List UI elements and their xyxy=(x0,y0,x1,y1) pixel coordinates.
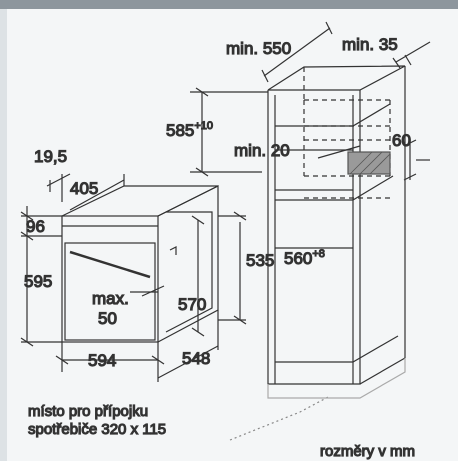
cabinet-shelf-niche-bottom xyxy=(275,335,399,363)
label-595: 595 xyxy=(24,272,52,291)
label-405: 405 xyxy=(70,179,98,198)
cabinet-right-bottom xyxy=(359,357,406,385)
label-max: max. xyxy=(92,289,129,308)
note-line-1: místo pro přípojku xyxy=(28,403,148,420)
oven-body xyxy=(165,211,213,333)
label-min-20: min. 20 xyxy=(234,141,290,160)
diagram-panel xyxy=(7,9,458,461)
oven-handle xyxy=(69,250,151,279)
label-96: 96 xyxy=(26,217,45,236)
cabinet-shelf-top xyxy=(275,103,391,127)
label-560: 560+8 xyxy=(284,248,325,268)
label-548: 548 xyxy=(182,349,210,368)
cabinet-top xyxy=(267,65,406,91)
top-bar xyxy=(0,0,458,9)
cabinet-hidden-lines xyxy=(303,67,393,199)
label-min-550: min. 550 xyxy=(226,39,291,58)
oven xyxy=(61,185,219,343)
oven-bracket xyxy=(169,246,177,255)
oven-dimensions xyxy=(20,173,247,382)
label-19-5: 19,5 xyxy=(34,147,67,166)
note-line-2: spotřebiče 320 x 115 xyxy=(28,421,166,438)
oven-front xyxy=(61,215,159,343)
label-535: 535 xyxy=(246,251,274,270)
units-label: rozměry v mm xyxy=(320,443,415,460)
label-585: 585+10 xyxy=(166,120,213,140)
label-594: 594 xyxy=(88,351,116,370)
cabinet xyxy=(267,65,406,385)
label-50: 50 xyxy=(98,309,117,328)
label-60: 60 xyxy=(392,131,411,150)
label-min-35: min. 35 xyxy=(342,35,398,54)
vent-hatching xyxy=(349,151,391,175)
cabinet-shelf-niche-top xyxy=(275,175,394,201)
cabinet-floor xyxy=(267,358,406,399)
cabinet-front-outline xyxy=(267,90,361,385)
cabinet-dimensions xyxy=(190,21,431,249)
vent-opening xyxy=(347,151,391,175)
connection-leader xyxy=(229,395,331,441)
label-570: 570 xyxy=(178,295,206,314)
oven-body-side xyxy=(157,185,219,343)
